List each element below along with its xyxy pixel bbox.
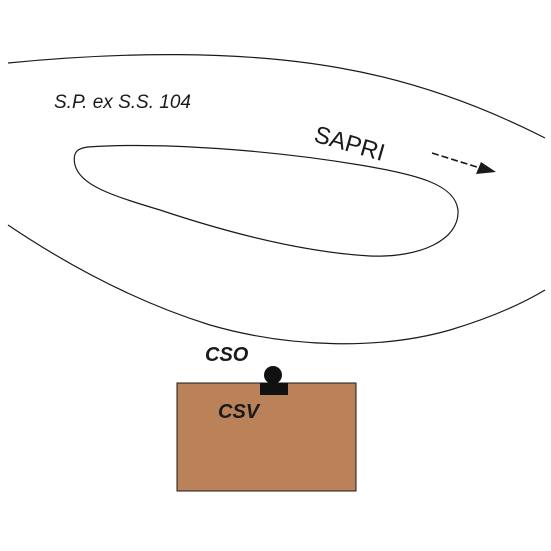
road-name-label: S.P. ex S.S. 104 bbox=[54, 92, 191, 113]
station-square-icon bbox=[260, 383, 288, 395]
csv-label: CSV bbox=[218, 401, 260, 423]
cso-label: CSO bbox=[205, 344, 249, 366]
arrow-right-icon bbox=[431, 152, 496, 174]
road-edge-lower bbox=[7, 224, 546, 345]
station-dot-icon bbox=[264, 366, 282, 384]
road-edge-upper bbox=[7, 53, 546, 139]
site-area bbox=[176, 382, 357, 492]
road-inner-loop bbox=[73, 144, 459, 257]
